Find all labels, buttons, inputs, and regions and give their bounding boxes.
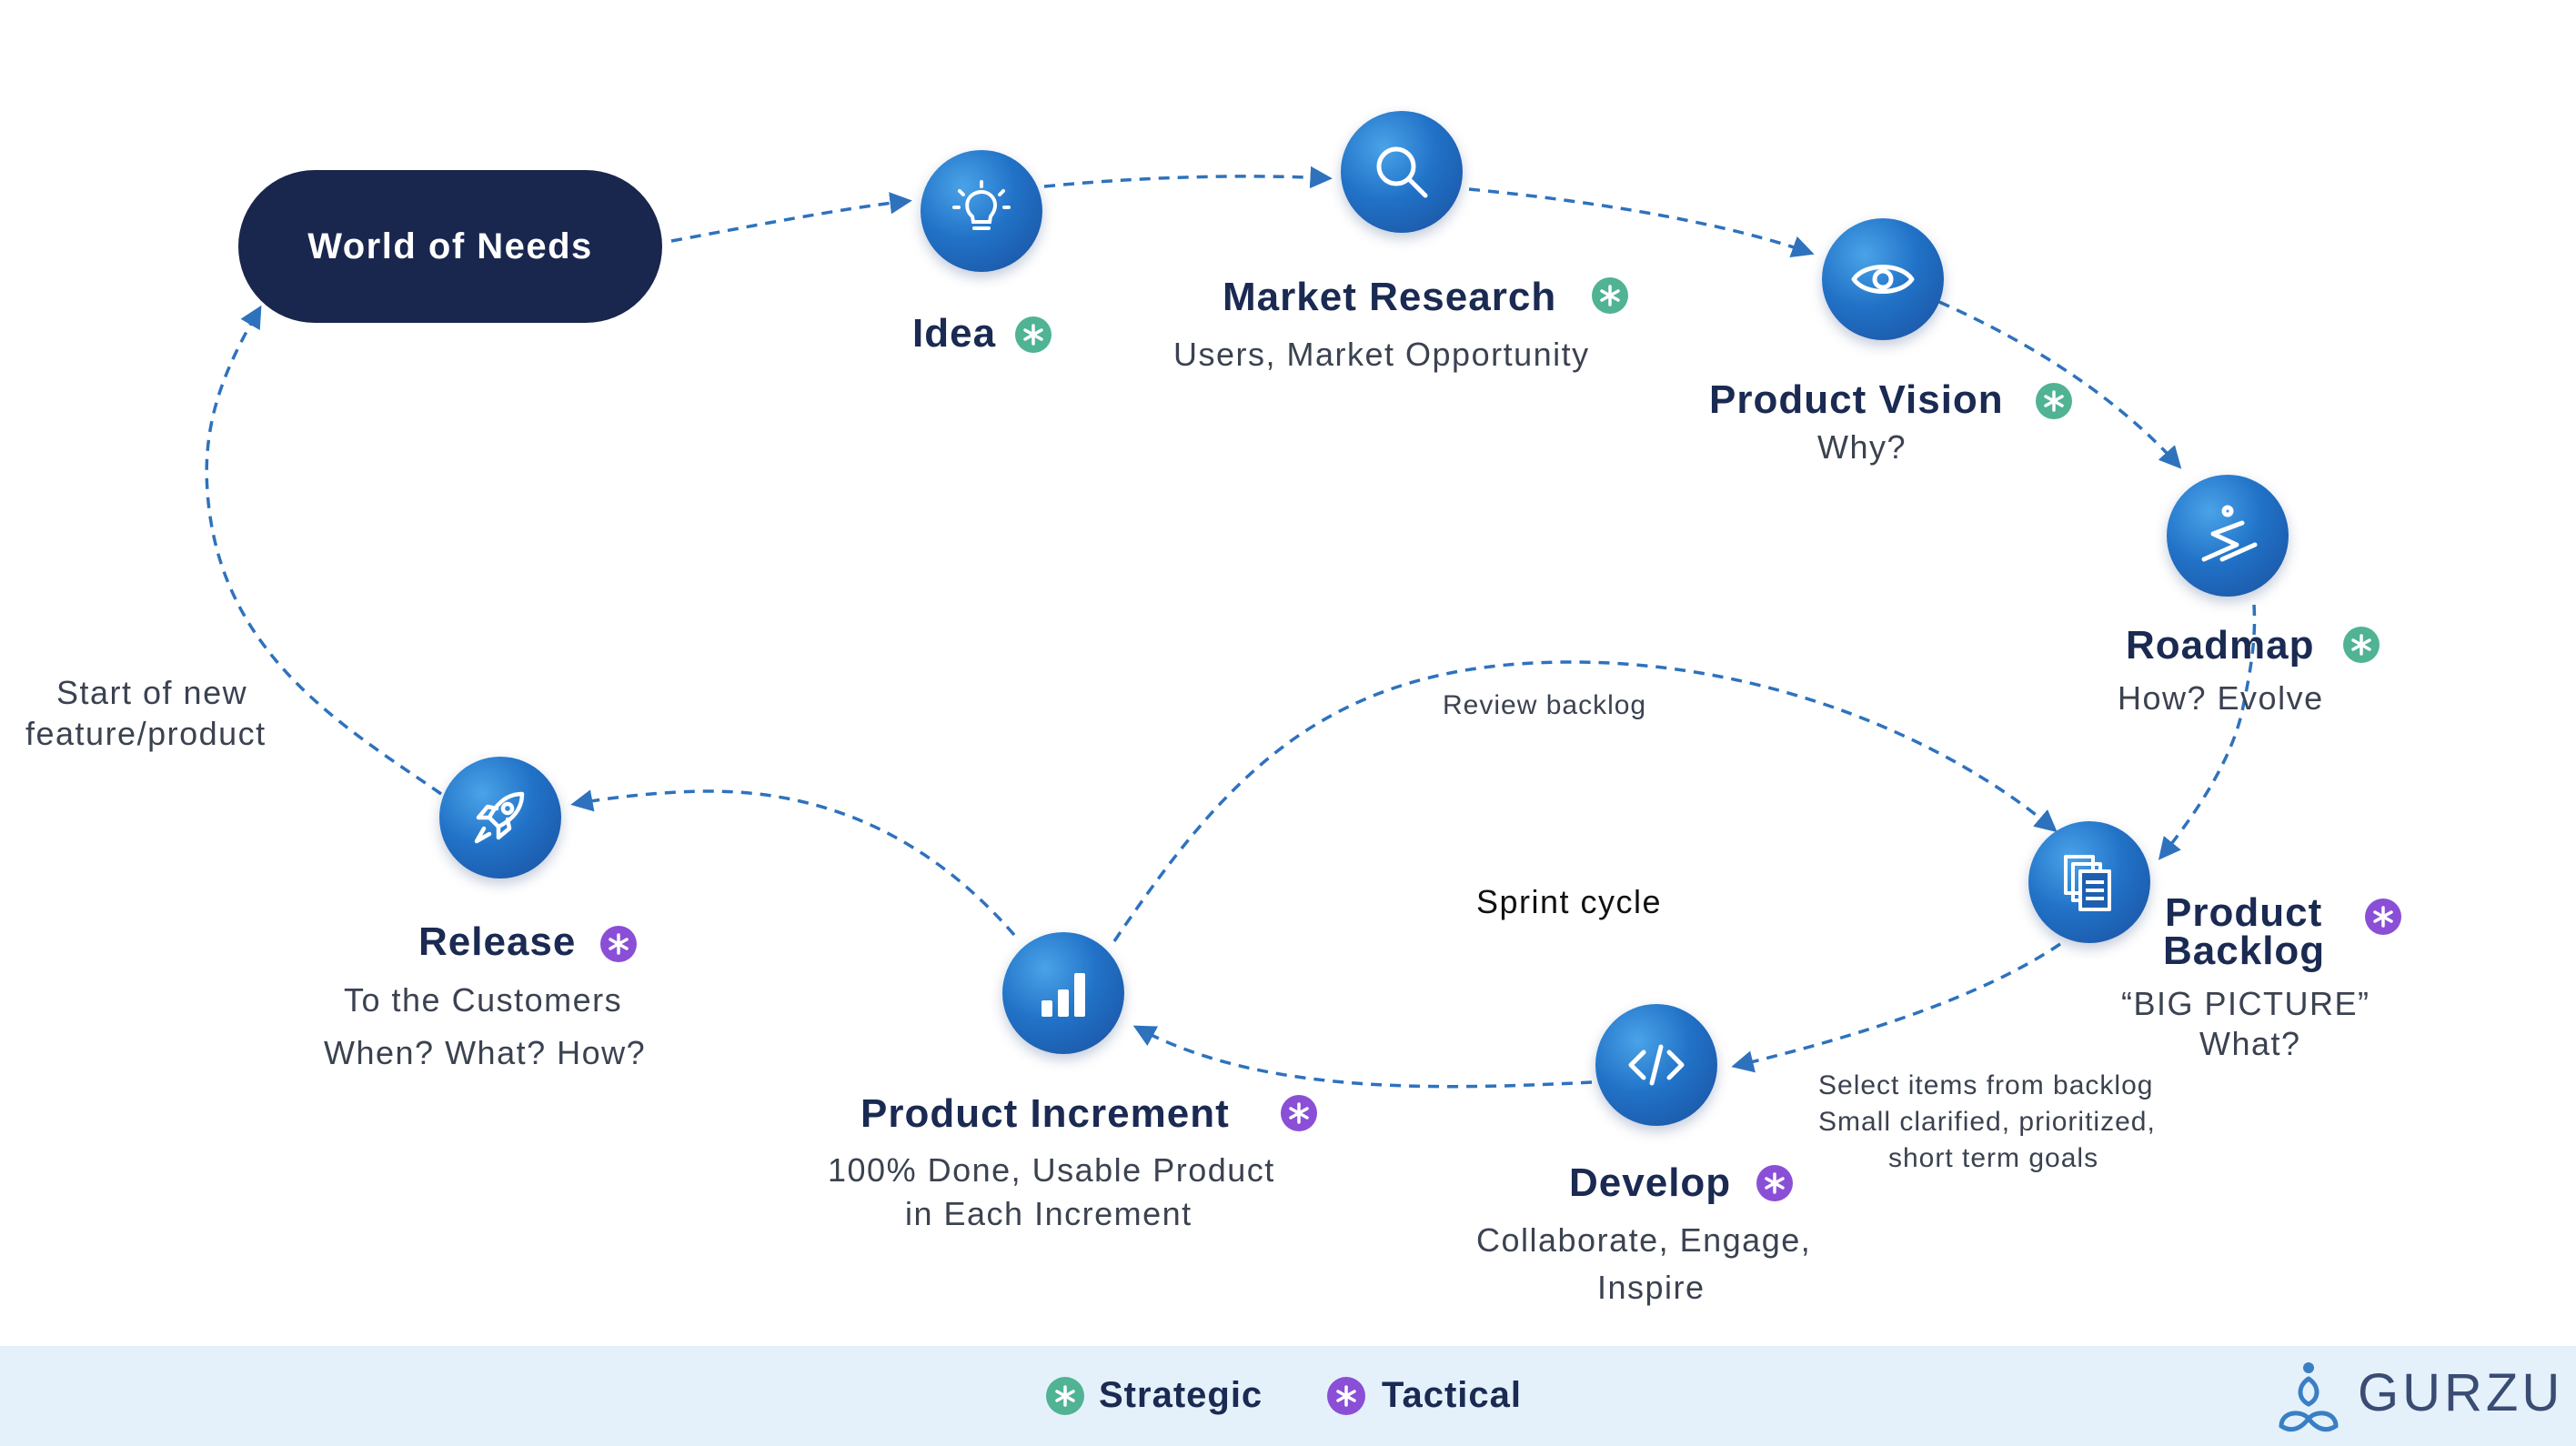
- product-backlog-circle: [2028, 821, 2150, 943]
- start-new-label-line2: feature/product: [25, 715, 267, 752]
- arrow-develop-to-increment: [1132, 1025, 1593, 1089]
- tactical-badge-icon: [1281, 1095, 1317, 1131]
- strategic-legend-label: Strategic: [1099, 1375, 1263, 1415]
- arrow-release-to-needs: [205, 305, 442, 796]
- product-increment-title: Product Increment: [860, 1091, 1230, 1136]
- arrow-increment-to-backlog-review: [1112, 660, 2058, 942]
- tactical-badge-icon: [1756, 1165, 1793, 1201]
- product-vision-title: Product Vision: [1709, 377, 2004, 422]
- market-research-circle: [1341, 111, 1463, 233]
- arrow-needs-to-idea: [670, 192, 912, 243]
- product-increment-circle: [1002, 932, 1124, 1054]
- market-research-subtitle: Users, Market Opportunity: [1173, 336, 1590, 373]
- strategic-legend-icon: [1046, 1377, 1084, 1415]
- magnifier-icon: [1376, 146, 1428, 198]
- review-backlog-label: Review backlog: [1443, 690, 1647, 720]
- arrow-backlog-to-develop: [1731, 942, 2061, 1073]
- roadmap-circle: [2167, 475, 2289, 597]
- rocket-icon: [474, 791, 525, 844]
- release-circle: [439, 757, 561, 879]
- arrow-roadmap-to-backlog: [2158, 604, 2257, 860]
- sprint-cycle-label: Sprint cycle: [1476, 883, 1663, 920]
- gurzu-brand-name: GURZU: [2358, 1363, 2564, 1422]
- tactical-legend-label: Tactical: [1382, 1375, 1522, 1415]
- idea-circle: [921, 150, 1042, 272]
- gurzu-logo-icon: [2279, 1362, 2339, 1432]
- develop-title: Develop: [1569, 1160, 1732, 1205]
- product-vision-subtitle: Why?: [1817, 428, 1907, 466]
- product-increment-subtitle-line2: in Each Increment: [905, 1195, 1192, 1232]
- product-vision-circle: [1822, 218, 1944, 340]
- develop-subtitle-line1: Collaborate, Engage,: [1476, 1221, 1812, 1259]
- develop-subtitle-line2: Inspire: [1597, 1269, 1706, 1306]
- roadmap-subtitle: How? Evolve: [2118, 679, 2324, 717]
- documents-icon: [2064, 855, 2111, 911]
- lightbulb-icon: [952, 180, 1011, 230]
- tactical-badge-icon: [2365, 899, 2401, 935]
- product-backlog-title-line1: Product: [2165, 890, 2323, 935]
- product-backlog-subtitle-line1: “BIG PICTURE”: [2121, 985, 2370, 1022]
- roadmap-title: Roadmap: [2126, 623, 2315, 668]
- strategic-badge-icon: [1592, 277, 1628, 314]
- product-backlog-title-line2: Backlog: [2163, 929, 2326, 973]
- product-increment-subtitle-line1: 100% Done, Usable Product: [828, 1151, 1275, 1189]
- market-research-title: Market Research: [1223, 275, 1557, 319]
- tactical-legend-icon: [1327, 1377, 1365, 1415]
- arrow-increment-to-release: [570, 789, 1016, 937]
- eye-icon: [1851, 265, 1915, 294]
- bar-chart-icon: [1041, 973, 1085, 1017]
- select-items-line1: Select items from backlog: [1818, 1070, 2154, 1100]
- roadmap-icon: [2201, 505, 2258, 562]
- arrow-idea-to-market: [1043, 166, 1333, 189]
- select-items-line3: short term goals: [1888, 1143, 2099, 1173]
- start-new-label-line1: Start of new: [56, 674, 248, 711]
- product-backlog-subtitle-line2: What?: [2199, 1025, 2301, 1062]
- world-of-needs-node: World of Needs: [238, 170, 662, 323]
- release-title: Release: [418, 919, 577, 964]
- strategic-badge-icon: [2343, 627, 2380, 663]
- idea-title: Idea: [912, 311, 997, 356]
- select-items-line2: Small clarified, prioritized,: [1818, 1107, 2156, 1137]
- arrow-vision-to-roadmap: [1938, 300, 2182, 469]
- legend-footer: [0, 1346, 2576, 1446]
- code-icon: [1628, 1044, 1685, 1086]
- arrow-market-to-vision: [1468, 187, 1815, 257]
- release-subtitle-line2: When? What? How?: [324, 1034, 647, 1071]
- strategic-badge-icon: [1015, 316, 1052, 353]
- develop-circle: [1595, 1004, 1717, 1126]
- release-subtitle-line1: To the Customers: [344, 981, 623, 1019]
- strategic-badge-icon: [2036, 383, 2072, 419]
- tactical-badge-icon: [600, 926, 637, 962]
